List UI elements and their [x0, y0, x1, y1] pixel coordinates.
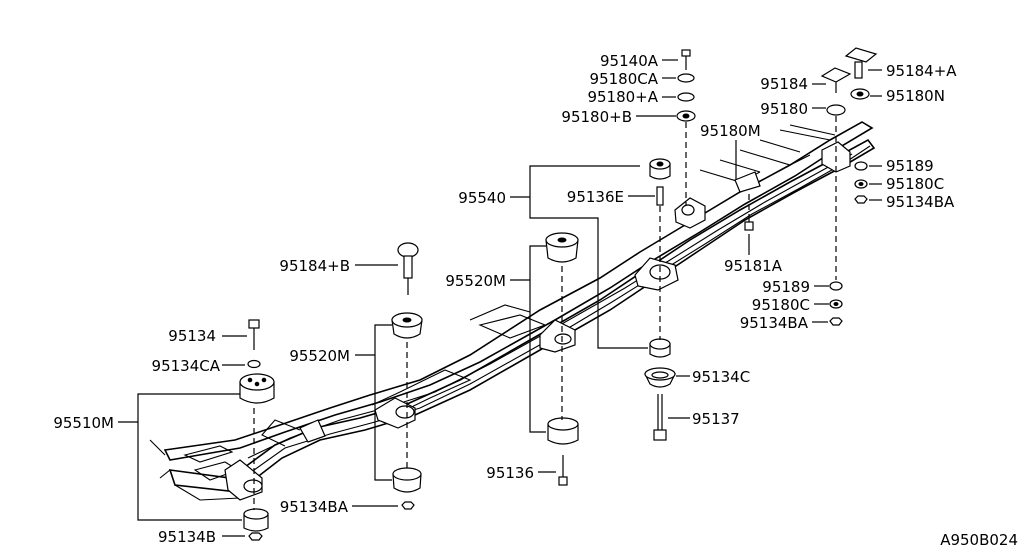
washer-95180: [826, 104, 846, 116]
washer-95134ca: [247, 359, 261, 369]
label-95520m-a: 95520M: [445, 272, 506, 290]
label-95189-a: 95189: [886, 157, 934, 175]
insulator-95520m-right-upper: [545, 232, 579, 263]
insulator-95510m-upper: [239, 373, 275, 404]
insulator-95134b-lower: [243, 508, 269, 532]
label-95180pb: 95180+B: [561, 108, 632, 126]
nut-95134b: [248, 532, 263, 541]
parts: [239, 47, 878, 541]
label-95184pa: 95184+A: [886, 62, 957, 80]
washer-95180pa: [677, 92, 695, 102]
label-95520m-b: 95520M: [289, 347, 350, 365]
insulator-95540-upper: [649, 158, 671, 180]
insulator-95520m-right-lower: [547, 417, 579, 445]
label-95134ba-a: 95134BA: [886, 193, 955, 211]
label-95136e: 95136E: [567, 188, 624, 206]
label-95180pa: 95180+A: [587, 88, 658, 106]
insulator-95520m-left-lower: [392, 467, 422, 493]
bracket-95184: [820, 67, 852, 93]
nut-95134ba-c: [401, 501, 415, 510]
label-95180ca: 95180CA: [590, 70, 659, 88]
label-95136: 95136: [486, 464, 534, 482]
label-95134b: 95134B: [158, 528, 216, 546]
frame-assembly: [149, 121, 876, 501]
drawing-code: A950B024: [940, 531, 1018, 549]
label-95134ba-b: 95134BA: [740, 314, 809, 332]
bolt-95181a: [744, 214, 754, 231]
label-95180c-a: 95180C: [886, 175, 944, 193]
leader-lines: [118, 59, 882, 537]
label-95180n: 95180N: [886, 87, 945, 105]
cross-member-3: [478, 314, 547, 339]
label-95189-b: 95189: [762, 278, 810, 296]
bolt-95140a: [681, 49, 691, 70]
mount-95184pb: [397, 242, 419, 295]
washer-95189-b: [829, 281, 843, 291]
label-95180: 95180: [760, 100, 808, 118]
label-95540: 95540: [458, 189, 506, 207]
part-labels: 95140A 95180CA 95180+A 95180+B 95184 951…: [53, 52, 1018, 549]
bolt-95136: [558, 455, 568, 486]
cross-member-2: [371, 369, 472, 416]
frame-rail-far: [163, 121, 874, 461]
alignment-lines: [253, 116, 837, 510]
label-95134c: 95134C: [692, 368, 750, 386]
label-95134ba-c: 95134BA: [280, 498, 349, 516]
label-95510m: 95510M: [53, 414, 114, 432]
washer-95180ca: [677, 73, 695, 83]
pin-95136e: [656, 186, 664, 206]
label-95140a: 95140A: [600, 52, 659, 70]
nut-95134ba-a: [854, 195, 868, 204]
label-95180m: 95180M: [700, 122, 761, 140]
label-95137: 95137: [692, 410, 740, 428]
label-95134: 95134: [168, 327, 216, 345]
nut-95134ba-b: [829, 317, 843, 326]
bolt-95134: [248, 319, 260, 350]
bolt-95137: [653, 394, 667, 441]
label-95184: 95184: [760, 75, 808, 93]
washer-95189-a: [854, 161, 868, 171]
bracket-95184pA: [844, 47, 878, 79]
label-95184pb: 95184+B: [279, 257, 350, 275]
insulator-95540-lower: [649, 338, 671, 358]
label-95181a: 95181A: [724, 257, 783, 275]
insulator-95520m-left-upper: [391, 312, 423, 339]
cup-95134c: [644, 367, 676, 388]
label-95180c-b: 95180C: [752, 296, 810, 314]
cross-member-1: [261, 419, 301, 447]
label-95134ca: 95134CA: [152, 357, 221, 375]
